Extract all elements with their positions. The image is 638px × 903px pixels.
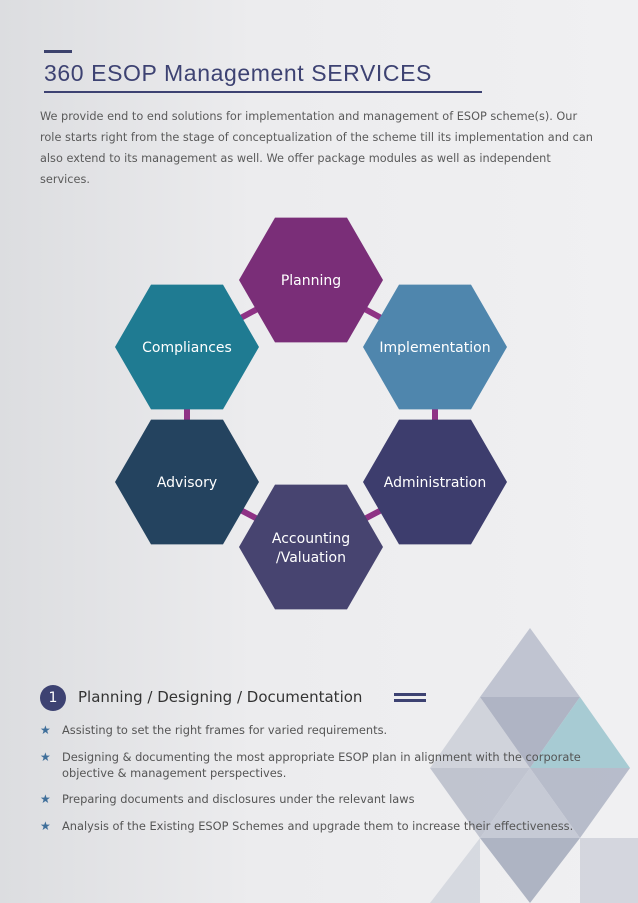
section-number-badge: 1 <box>40 685 66 711</box>
esop-services-diagram: PlanningImplementationAdministrationAcco… <box>115 217 507 610</box>
hexagon-label: Implementation <box>379 340 490 356</box>
hexagon-label: Compliances <box>142 340 232 356</box>
hexagon-accounting: Accounting/Valuation <box>239 484 383 610</box>
star-icon: ★ <box>40 792 51 806</box>
hexagon-shape <box>363 284 507 410</box>
bullet-text: Assisting to set the right frames for va… <box>62 723 388 737</box>
list-item: ★ Designing & documenting the most appro… <box>40 749 600 781</box>
hexagon-shape <box>239 217 383 343</box>
hexagon-implementation: Implementation <box>363 284 507 410</box>
list-item: ★ Assisting to set the right frames for … <box>40 722 600 738</box>
hexagon-shape <box>239 484 383 610</box>
star-icon: ★ <box>40 819 51 833</box>
hexagon-administration: Administration <box>363 419 507 545</box>
section-title: Planning / Designing / Documentation <box>78 688 363 706</box>
hexagon-label: Administration <box>384 475 486 491</box>
bullet-text: Designing & documenting the most appropr… <box>62 750 581 780</box>
bullet-list: ★ Assisting to set the right frames for … <box>40 722 600 834</box>
hexagon-shape <box>115 419 259 545</box>
star-icon: ★ <box>40 750 51 764</box>
hexagon-advisory: Advisory <box>115 419 259 545</box>
hexagon-planning: Planning <box>239 217 383 343</box>
bullet-text: Preparing documents and disclosures unde… <box>62 792 415 806</box>
hexagon-label: Accounting/Valuation <box>272 531 350 566</box>
hexagon-label: Planning <box>281 273 341 289</box>
star-icon: ★ <box>40 723 51 737</box>
hexagon-shape <box>363 419 507 545</box>
page-title: 360 ESOP Management SERVICES <box>44 60 482 93</box>
intro-paragraph: We provide end to end solutions for impl… <box>40 110 593 186</box>
hexagon-compliances: Compliances <box>115 284 259 410</box>
list-item: ★ Analysis of the Existing ESOP Schemes … <box>40 818 600 834</box>
section-bars-decoration <box>394 693 426 705</box>
title-accent-dash <box>44 50 72 53</box>
hexagon-shape <box>115 284 259 410</box>
bullet-text: Analysis of the Existing ESOP Schemes an… <box>62 819 574 833</box>
hexagon-label: Advisory <box>157 475 217 491</box>
list-item: ★ Preparing documents and disclosures un… <box>40 791 600 807</box>
